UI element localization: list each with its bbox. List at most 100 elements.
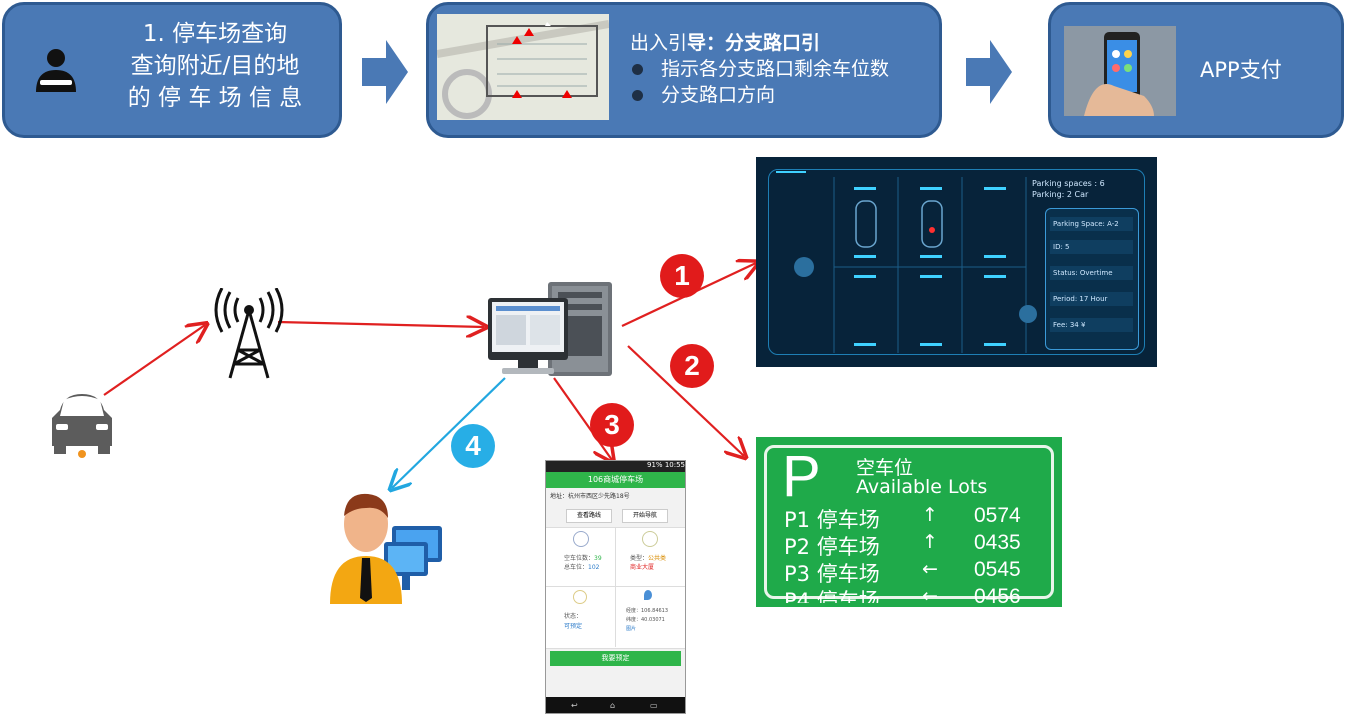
app-route-label: 查看路线 [576,512,601,519]
location-pin-icon [644,590,652,600]
marker-3: 3 [590,403,634,447]
bullet-dot-icon [632,64,643,75]
app-battery: 91% [647,461,663,469]
sign-row-arrow-icon: ← [922,585,938,603]
guide-bullet-2-text: 分支路口方向 [661,84,776,106]
step-query-text: 1. 停车场查询 查询附近/目的地 的 停 车 场 信 息 [100,18,330,114]
sign-title-en: Available Lots [856,476,988,498]
app-type-value: 公共类 [648,555,667,562]
app-free-value: 39 [594,555,602,562]
app-image-note: 图片 [626,626,637,632]
dashboard-summary-2: Parking: 2 Car [1032,190,1089,199]
arrow-car-tower [103,325,205,396]
parking-icon [573,531,589,547]
marker-1: 1 [660,254,704,298]
app-free-label: 空车位数： [564,555,595,562]
marker-4: 4 [451,424,495,468]
arrow-server-app [553,377,612,460]
arrow-tower-server [277,322,484,327]
driver-icon [32,46,80,96]
app-type-label: 类型： [630,555,649,562]
sign-row-count: 0545 [974,558,1021,581]
app-nav-label: 开始导航 [632,512,657,519]
recent-nav-icon[interactable]: ▭ [650,701,658,710]
guide-title-bold: 导：分支路口引 [687,32,821,54]
guide-title: 出入引导：分支路口引 [630,28,820,55]
sign-row-name: P2 停车场 [784,535,880,559]
app-type: 类型：公共类 [630,553,666,562]
app-grid-divider [615,527,616,647]
sign-rows: P1 停车场 ↑ 0574 P2 停车场 ↑ 0435 P3 停车场 ← 0545 P4 停车场 ←… [784,504,1021,603]
dashboard-field-fee: Fee: 34 ¥ [1050,318,1133,332]
sign-row-count: 0574 [974,504,1021,527]
guide-bullet-2: 分支路口方向 [632,80,775,107]
antenna-tower-icon [210,287,288,380]
app-total-spaces: 总车位：102 [564,562,599,571]
back-nav-icon[interactable]: ↩ [571,701,578,710]
app-longitude: 经度：106.84613 [626,608,669,614]
sign-row-arrow-icon: ↑ [922,531,938,553]
step-box-query [2,2,342,138]
sign-row-arrow-icon: ← [922,558,938,580]
flow-arrow-icon [362,40,408,104]
app-total-label: 总车位： [564,564,589,571]
operator-person-icon [326,486,448,604]
dashboard-summary-1: Parking spaces : 6 [1032,179,1105,188]
clock-icon [573,590,587,604]
app-header: 106商城停车场 [546,472,685,488]
sign-row-count: 0456 [974,585,1021,603]
arrow-server-sign [627,345,744,456]
app-nav-bar [546,697,685,713]
bullet-dot-icon [632,90,643,101]
flow-arrow-icon [966,40,1012,104]
arrow-server-operator [392,377,506,488]
step-query-line1: 1. 停车场查询 [142,21,288,47]
parking-guide-sign: P 空车位 Available Lots [756,437,1062,607]
app-latitude: 纬度：40.03071 [626,617,665,623]
app-reserve-button[interactable]: 我要预定 [550,651,681,666]
sign-p-letter: P [782,444,821,509]
step-query-line3: 的 停 车 场 信 息 [127,85,303,111]
app-mall: 商业大厦 [630,564,655,571]
sign-row-count: 0435 [974,531,1021,554]
app-status-bar: 91% 10:55 [546,461,685,472]
app-header-title: 106商城停车场 [587,475,644,484]
app-status: 状态： [564,611,582,620]
dashboard-field-id: ID: 5 [1050,240,1133,254]
app-route-button[interactable]: 查看路线 [566,509,612,523]
app-status-value: 可预定 [564,623,583,630]
marker-2: 2 [670,344,714,388]
sign-row-name: P4 停车场 [784,589,880,603]
app-time: 10:55 [664,461,685,469]
map-thumbnail [437,14,609,120]
dashboard-field-period: Period: 17 Hour [1050,292,1133,306]
step-query-line2: 查询附近/目的地 [130,53,300,79]
dashboard-field-space: Parking Space: A-2 [1050,217,1133,231]
guide-bullet-1: 指示各分支路口剩余车位数 [632,54,889,81]
app-pay-label: APP支付 [1200,58,1282,82]
guide-title-plain: 出入引 [630,32,688,54]
app-address: 地址：杭州市西区少先路18号 [550,493,630,500]
sign-border [764,445,1054,599]
phone-hand-image [1064,26,1176,116]
app-reserve-label: 我要预定 [601,654,630,662]
server-computer-icon [488,278,618,380]
app-nav-button[interactable]: 开始导航 [622,509,668,523]
home-nav-icon[interactable]: ⌂ [610,701,616,710]
type-icon [642,531,658,547]
app-status-label: 状态： [564,613,583,620]
sign-row-name: P3 停车场 [784,562,880,586]
app-free-spaces: 空车位数：39 [564,553,602,562]
sign-row-name: P1 停车场 [784,508,880,532]
dashboard-field-status: Status: Overtime [1050,266,1133,280]
guide-bullet-1-text: 指示各分支路口剩余车位数 [661,58,890,80]
app-grid-divider [546,586,685,587]
sign-row-arrow-icon: ↑ [922,504,938,526]
dashboard-frame [768,169,1145,355]
app-total-value: 102 [588,564,600,571]
mobile-app-screen: 91% 10:55 106商城停车场 地址：杭州市西区少先路18号 查看路线 开… [545,460,686,714]
car-icon [46,388,118,460]
dashboard-grid [776,171,1037,353]
sign-title-cn: 空车位 [856,457,914,479]
